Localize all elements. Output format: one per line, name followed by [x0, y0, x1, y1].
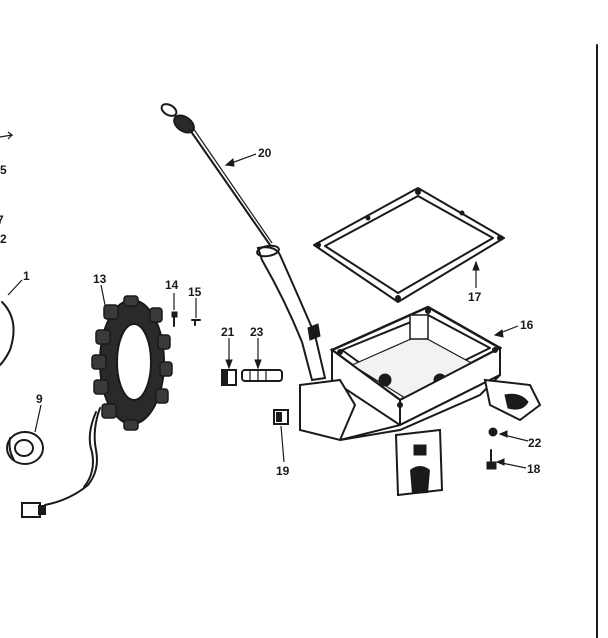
gasket [313, 187, 505, 303]
stator [21, 295, 173, 518]
callout-9: 9 [36, 392, 43, 406]
oil-seal [6, 431, 44, 465]
part-23-sleeve [241, 369, 283, 382]
callout-5: 5 [0, 163, 7, 177]
callout-1: 1 [23, 269, 30, 283]
callout-18: 18 [527, 462, 541, 476]
callout-14: 14 [165, 278, 179, 292]
dipstick [160, 103, 273, 246]
callout-22: 22 [528, 436, 542, 450]
crankcase-base [299, 305, 542, 497]
callout-19: 19 [276, 464, 290, 478]
leader-lines [7, 153, 529, 469]
callout-16: 16 [520, 318, 534, 332]
callout-7: 7 [0, 213, 4, 227]
bolt-22 [488, 427, 498, 437]
part-19-block [273, 409, 289, 425]
callout-23: 23 [250, 325, 264, 339]
bolt-18 [486, 449, 497, 470]
dipstick-tube [256, 244, 327, 382]
callout-17: 17 [468, 290, 482, 304]
callout-15: 15 [188, 285, 202, 299]
callout-2: 2 [0, 232, 7, 246]
part-21-block [221, 369, 237, 386]
callout-13: 13 [93, 272, 107, 286]
screw-14 [171, 311, 178, 327]
screw-15 [191, 319, 201, 326]
flywheel-partial [0, 301, 15, 366]
callout-20: 20 [258, 146, 272, 160]
leader-arrowheads [224, 158, 508, 466]
left-cropped-arrow [0, 131, 14, 140]
callout-21: 21 [221, 325, 235, 339]
